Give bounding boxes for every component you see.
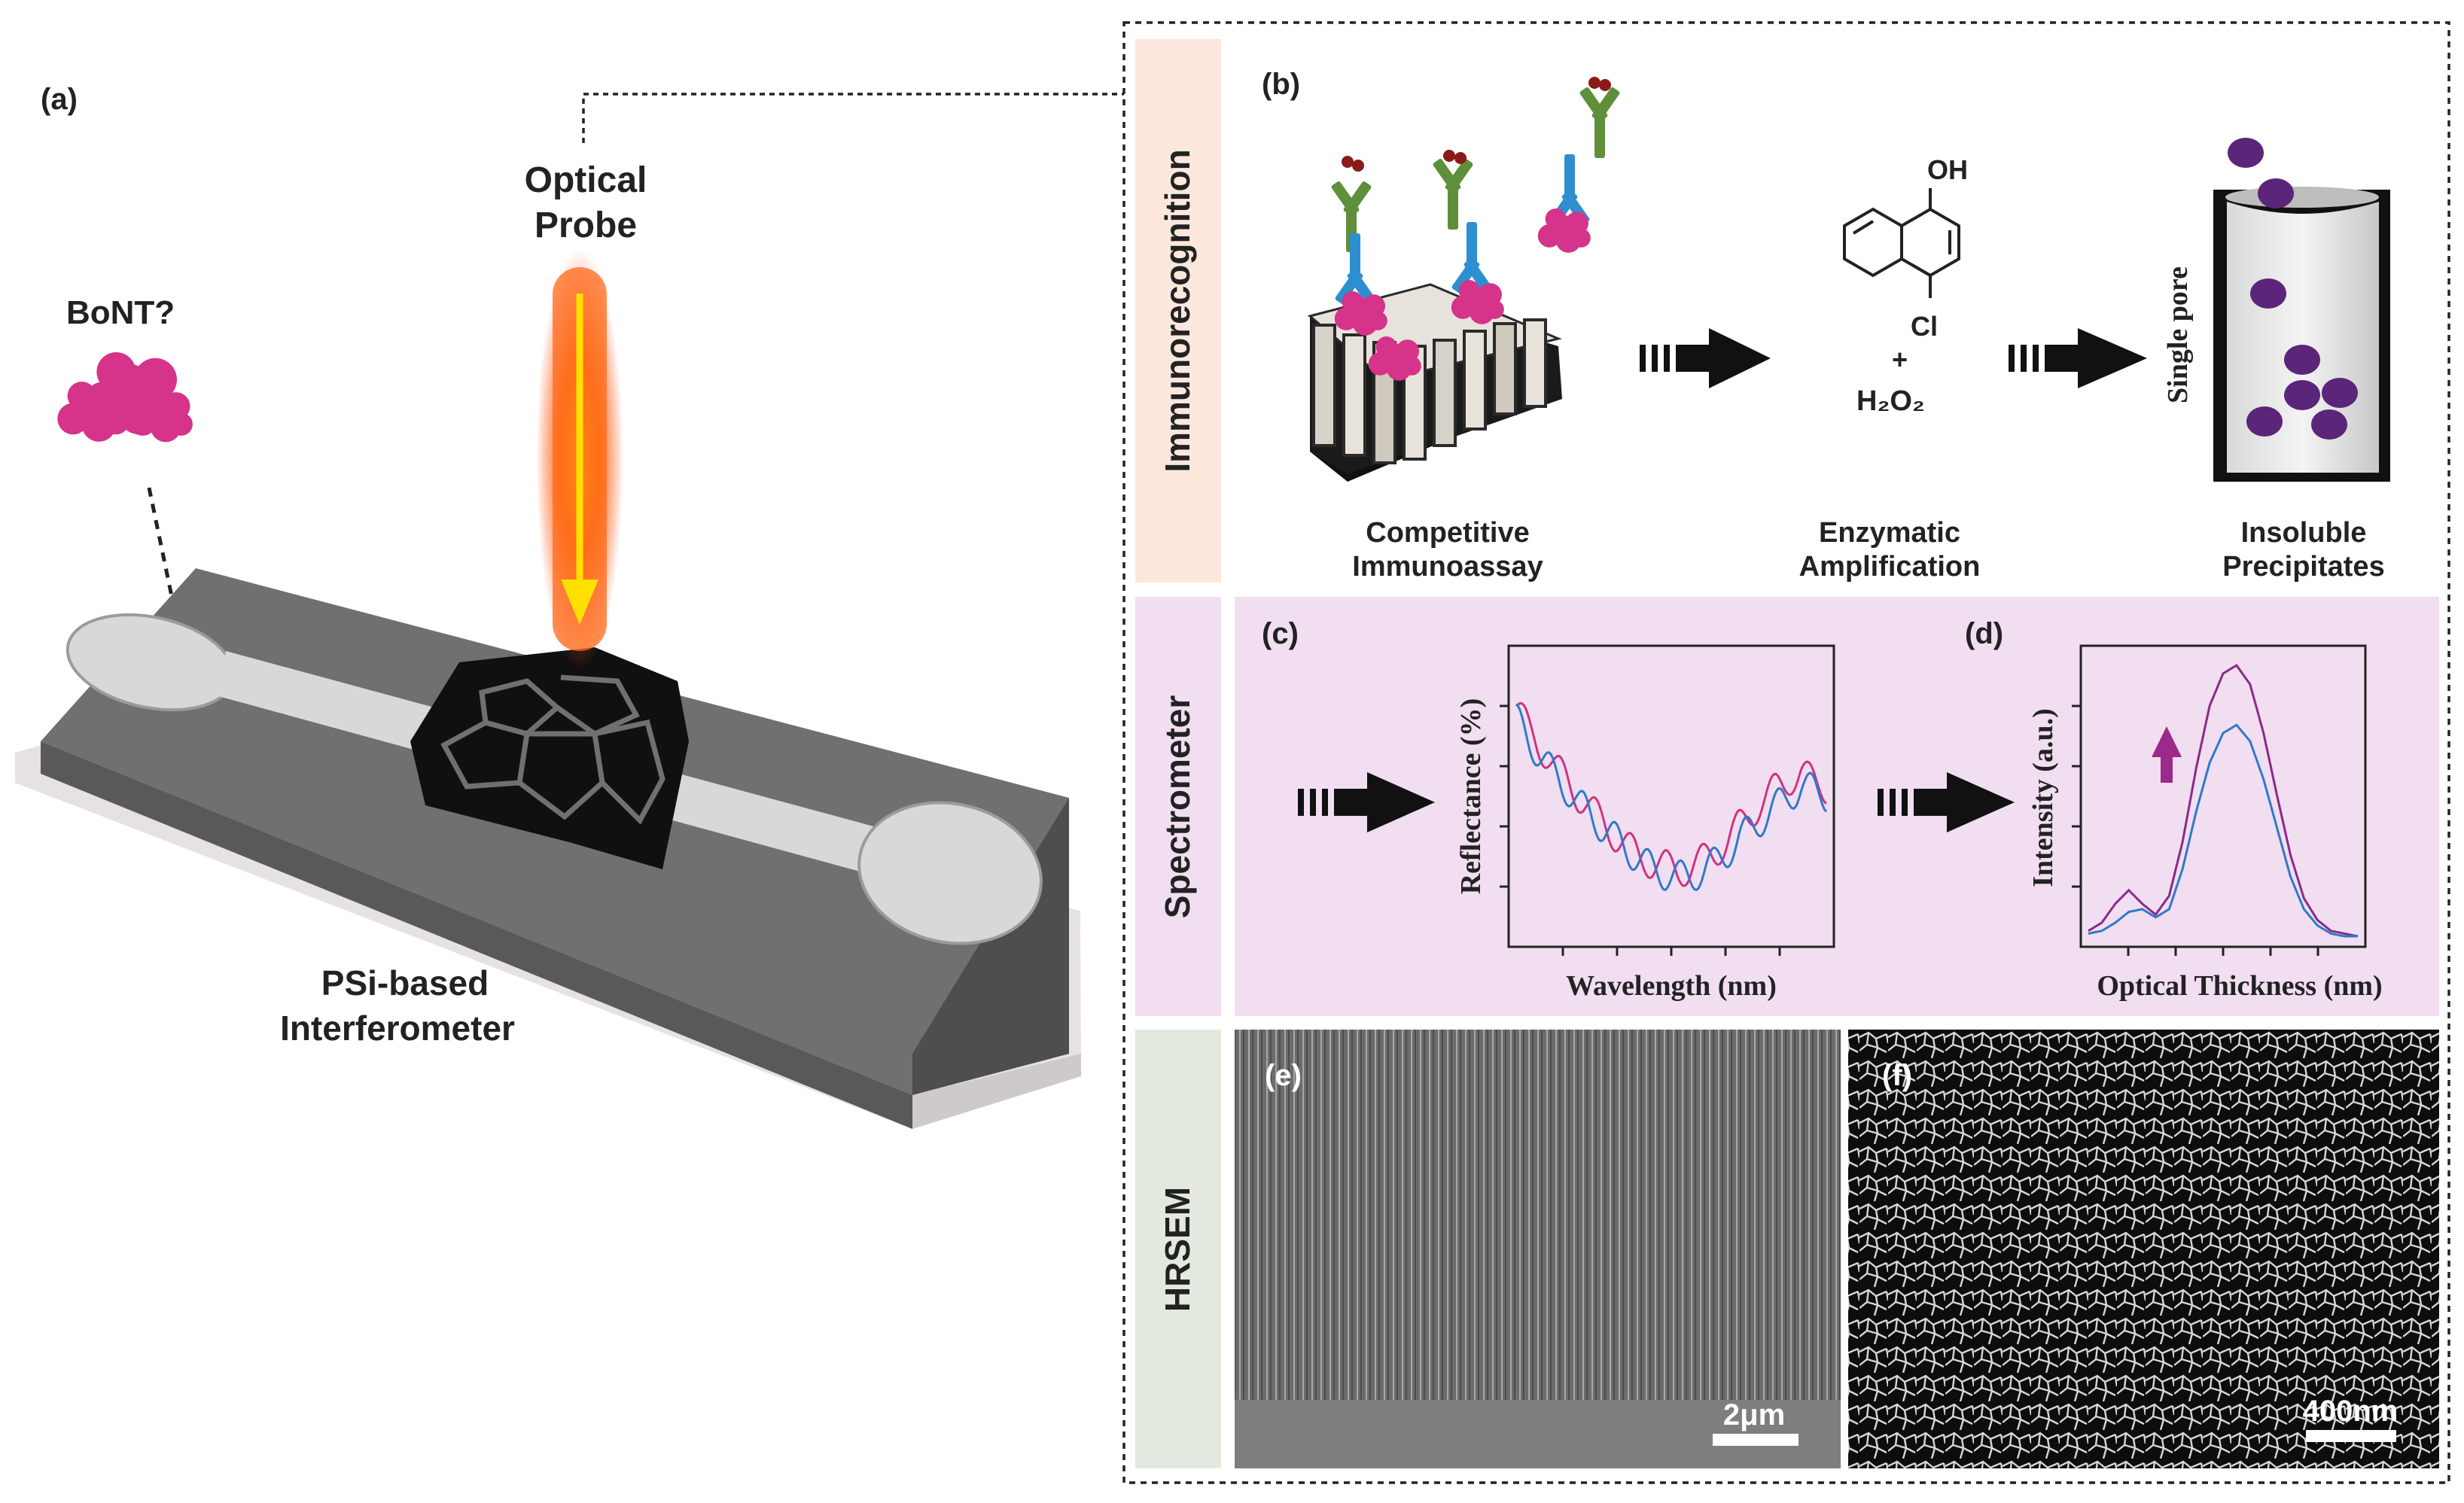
panel-b-label: (b) xyxy=(1262,68,1300,101)
reflectance-plot-ticks xyxy=(1500,704,1781,956)
immunorecognition-label: Immunorecognition xyxy=(1158,149,1197,472)
connector-dotted-line xyxy=(582,93,1124,143)
bont-molecule-icon xyxy=(57,352,193,443)
single-pore xyxy=(2213,187,2390,482)
reflectance-ylabel: Reflectance (%) xyxy=(1455,698,1487,895)
scale-bar-label-e: 2μm xyxy=(1723,1398,1785,1432)
antibody-green-2 xyxy=(1432,157,1474,230)
arrow-step-2 xyxy=(2009,328,2147,388)
chem-h2o2-label: H₂O₂ xyxy=(1856,385,1925,417)
panel-f: (f) 400nm xyxy=(1848,1030,2439,1468)
sem-top-view-image xyxy=(1848,1030,2439,1468)
reflectance-xlabel: Wavelength (nm) xyxy=(1566,970,1777,1002)
intensity-xlabel: Optical Thickness (nm) xyxy=(2097,970,2382,1002)
step2-label-line1: Enzymatic xyxy=(1819,517,1960,549)
chem-oh-label: OH xyxy=(1927,154,1968,185)
probe-label-line2: Probe xyxy=(535,205,637,245)
intensity-plot-ticks xyxy=(2072,704,2319,956)
panel-a-label: (a) xyxy=(41,83,78,116)
psi-interferometer-device xyxy=(15,568,1081,1129)
panel-b: (b) xyxy=(1262,68,2390,583)
spectrometer-label: Spectrometer xyxy=(1158,695,1197,919)
probe-label-line1: Optical xyxy=(525,160,647,200)
intensity-series-purple xyxy=(2088,663,2359,938)
panel-c-label: (c) xyxy=(1262,617,1299,650)
intensity-ylabel: Intensity (a.u.) xyxy=(2027,708,2059,887)
detail-frame xyxy=(1122,21,2450,1484)
panel-d: (d) Optical Thickness (nm) Intensity (a.… xyxy=(1878,617,2383,1002)
chem-cl-label: Cl xyxy=(1911,311,1938,342)
step2-label-line2: Amplification xyxy=(1799,551,1981,583)
single-pore-label: Single pore xyxy=(2162,266,2194,403)
panel-e-label: (e) xyxy=(1265,1059,1302,1092)
device-label-line1: PSi-based xyxy=(321,963,489,1003)
panel-c: (c) Wavelength (nm) Reflectance (%) xyxy=(1262,617,1835,1002)
step1-label-line2: Immunoassay xyxy=(1352,551,1543,583)
panel-e: (e) 2μm xyxy=(1235,1030,1841,1468)
hrsem-label: HRSEM xyxy=(1158,1187,1197,1312)
panel-d-label: (d) xyxy=(1965,617,2003,650)
reflectance-series-blue xyxy=(1515,703,1828,892)
antibody-green-3 xyxy=(1579,86,1621,158)
step3-label-line1: Insoluble xyxy=(2241,517,2367,549)
sem-cross-section-image xyxy=(1235,1030,1841,1468)
scale-bar-f xyxy=(2306,1430,2396,1442)
device-label-line2: Interferometer xyxy=(280,1009,515,1048)
step1-label-line1: Competitive xyxy=(1366,517,1529,549)
chloronaphthol-structure xyxy=(1843,188,1960,298)
scale-bar-e xyxy=(1713,1434,1799,1446)
precipitate-particles-icon xyxy=(2228,138,2358,440)
scale-bar-label-f: 400nm xyxy=(2303,1395,2399,1428)
side-bands: Immunorecognition Spectrometer HRSEM xyxy=(1135,39,2439,1468)
panel-a: (a) BoNT? xyxy=(15,83,1124,1129)
porous-block xyxy=(1307,283,1562,482)
reflectance-series-pink xyxy=(1515,701,1827,887)
chem-plus-label: + xyxy=(1892,344,1908,375)
optical-probe xyxy=(536,248,623,670)
probe-arrowhead-icon xyxy=(561,580,598,625)
arrow-to-spectrum xyxy=(1298,772,1435,832)
panel-f-label: (f) xyxy=(1882,1059,1912,1092)
arrow-to-fft xyxy=(1878,772,2015,832)
arrow-step-1 xyxy=(1640,328,1771,388)
bont-label: BoNT? xyxy=(66,294,175,331)
increase-arrow-icon xyxy=(2152,726,2182,783)
porous-silicon-patch xyxy=(410,647,689,869)
step3-label-line2: Precipitates xyxy=(2222,551,2384,583)
intensity-series-blue xyxy=(2088,723,2358,938)
